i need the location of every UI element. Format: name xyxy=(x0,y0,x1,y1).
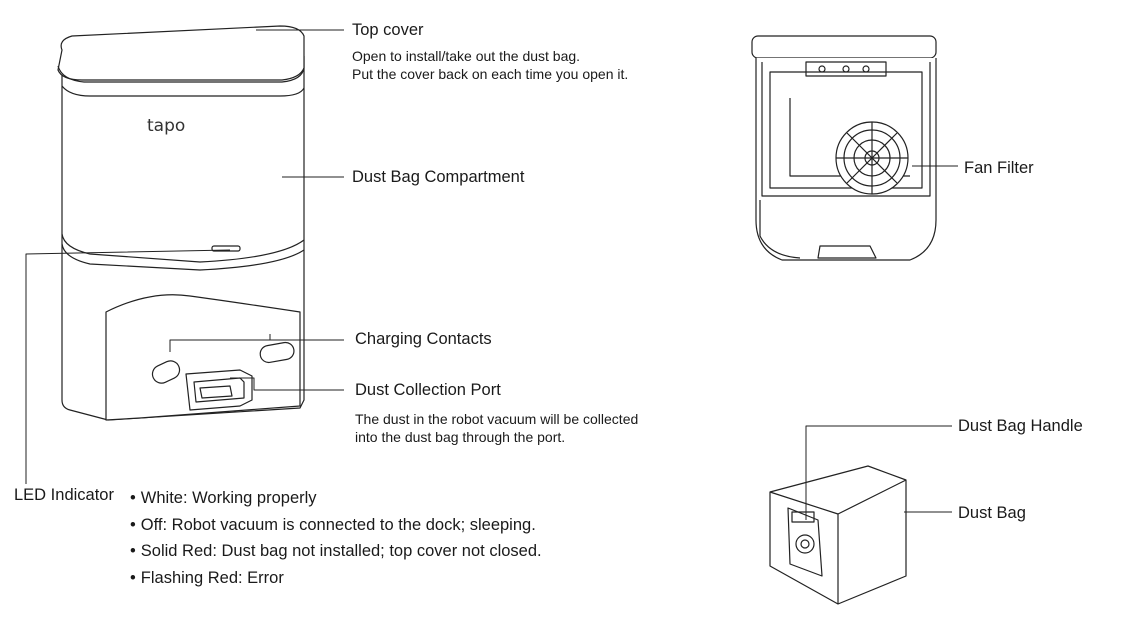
led-state-item: White: Working properly xyxy=(130,485,542,512)
label-dust-collection-port: Dust Collection Port xyxy=(355,381,501,399)
led-state-item: Solid Red: Dust bag not installed; top c… xyxy=(130,538,542,565)
label-dust-bag-handle: Dust Bag Handle xyxy=(958,417,1083,435)
leader-dust-port xyxy=(230,377,344,391)
desc-top-cover-line1: Open to install/take out the dust bag. xyxy=(352,48,581,64)
top-cover-shape xyxy=(57,25,305,81)
label-top-cover: Top cover xyxy=(352,21,424,39)
leader-charging-left xyxy=(169,339,270,352)
leader-led xyxy=(25,249,231,484)
label-dust-bag-compartment: Dust Bag Compartment xyxy=(352,168,525,186)
fan-filter-shape xyxy=(835,121,909,195)
label-dust-bag: Dust Bag xyxy=(958,504,1026,522)
desc-dust-port-line1: The dust in the robot vacuum will be col… xyxy=(355,411,639,427)
desc-top-cover-line2: Put the cover back on each time you open… xyxy=(352,66,629,82)
brand-logo: tapo xyxy=(147,116,185,136)
dust-port-shape xyxy=(185,369,253,411)
desc-dust-port-line2: into the dust bag through the port. xyxy=(355,429,566,445)
label-fan-filter: Fan Filter xyxy=(964,159,1034,177)
dust-bag-illustration xyxy=(769,465,907,605)
dust-bag-handle-shape xyxy=(787,507,823,577)
dock-open-illustration xyxy=(751,35,937,261)
label-led-indicator: LED Indicator xyxy=(14,486,114,504)
led-state-list: White: Working properly Off: Robot vacuu… xyxy=(130,485,542,592)
led-state-item: Off: Robot vacuum is connected to the do… xyxy=(130,512,542,539)
charging-contact-right xyxy=(259,341,295,364)
label-charging-contacts: Charging Contacts xyxy=(355,330,492,348)
led-state-item: Flashing Red: Error xyxy=(130,565,542,592)
leader-bag-handle xyxy=(805,425,952,520)
charging-contact-left xyxy=(151,360,181,384)
dock-illustration: tapo xyxy=(57,25,305,421)
